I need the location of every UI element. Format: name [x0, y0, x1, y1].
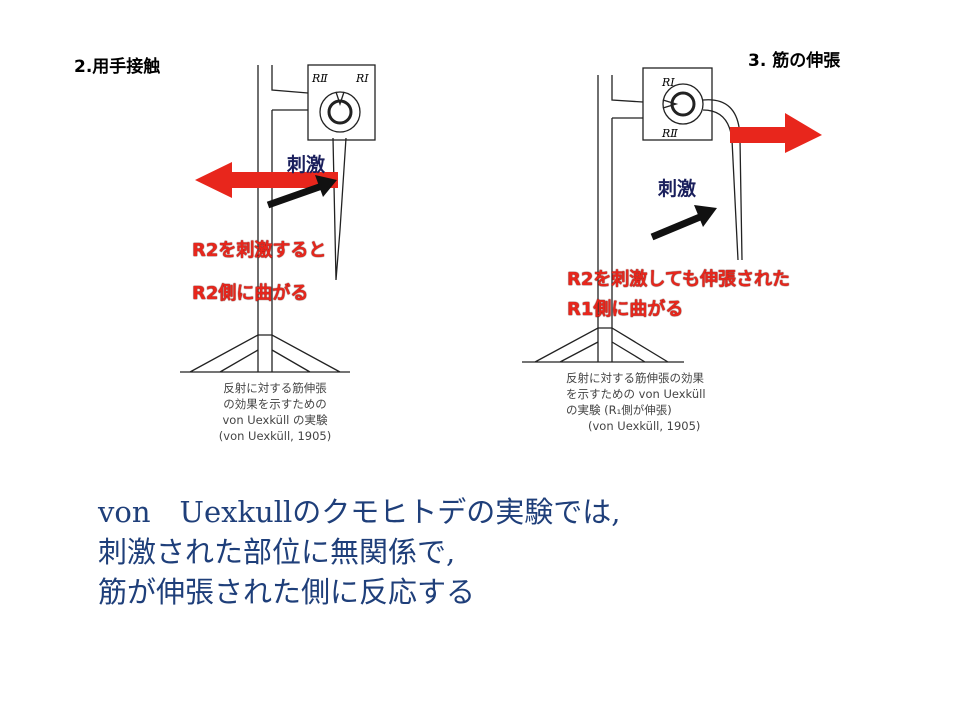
right-label-r2: RⅡ: [661, 127, 678, 140]
left-apparatus: [180, 64, 376, 373]
right-label-r1: RⅠ: [661, 76, 675, 89]
right-note-line1: R2を刺激しても伸張された: [567, 269, 790, 290]
left-note-line2: R2側に曲がる: [192, 283, 309, 304]
left-label-r1: RⅠ: [355, 72, 369, 85]
left-stimulus-label: 刺激: [287, 154, 326, 176]
left-note-line1: R2を刺激すると: [192, 240, 327, 261]
caption-line: を示すための von Uexküll: [566, 387, 706, 401]
summary-text: von Uexkullのクモヒトデの実験では, 刺激された部位に無関係で, 筋が…: [98, 492, 621, 612]
left-label-r2: RⅡ: [311, 72, 328, 85]
caption-line: (von Uexküll, 1905): [218, 429, 332, 443]
caption-line: 反射に対する筋伸張の効果: [566, 371, 704, 385]
left-red-arrow: [195, 162, 338, 198]
left-title: 2.用手接触: [74, 57, 161, 77]
caption-line: (von Uexküll, 1905): [588, 419, 701, 433]
right-note-line2: R1側に曲がる: [567, 299, 684, 320]
left-stimulus-arrow: [266, 175, 337, 209]
right-stimulus-arrow: [650, 205, 717, 241]
right-stimulus-label: 刺激: [658, 178, 697, 200]
summary-line: von Uexkullのクモヒトデの実験では,: [98, 495, 621, 529]
right-red-arrow: [730, 113, 822, 153]
right-caption: 反射に対する筋伸張の効果 を示すための von Uexküll の実験 (R₁側…: [566, 370, 706, 434]
caption-line: von Uexküll の実験: [222, 413, 328, 427]
summary-line: 刺激された部位に無関係で,: [98, 535, 456, 569]
summary-line: 筋が伸張された側に反応する: [98, 575, 476, 609]
left-caption: 反射に対する筋伸張 の効果を示すための von Uexküll の実験 (von…: [205, 380, 345, 444]
caption-line: 反射に対する筋伸張: [223, 381, 327, 395]
caption-line: の実験 (R₁側が伸張): [566, 403, 672, 417]
right-title: 3. 筋の伸張: [748, 51, 841, 71]
caption-line: の効果を示すための: [223, 397, 327, 411]
